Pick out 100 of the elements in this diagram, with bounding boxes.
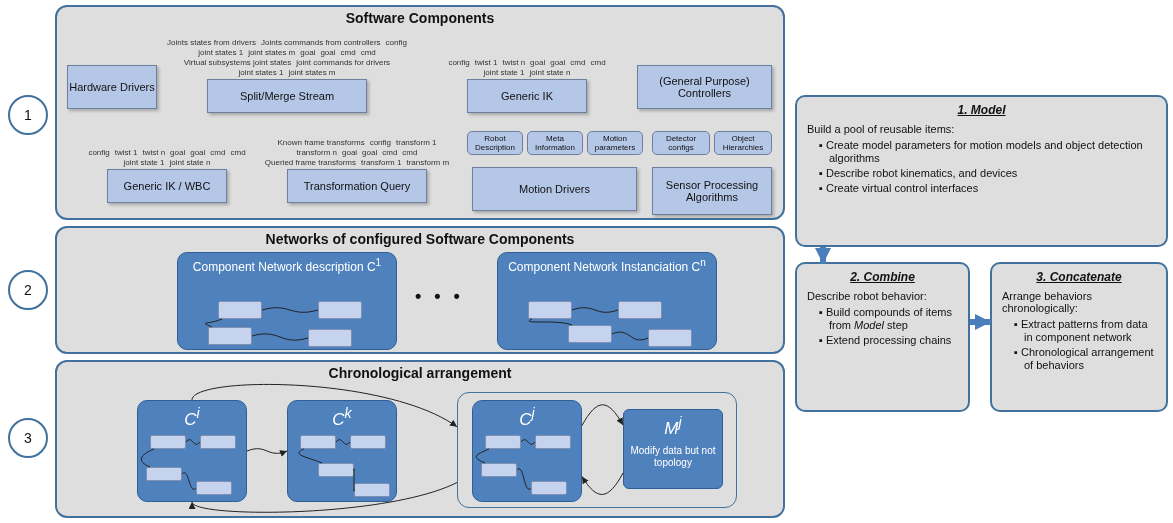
network-title: C$^{k}$ xyxy=(331,404,353,429)
panel-title: Networks of configured Software Components xyxy=(264,231,576,247)
component-box xyxy=(67,65,157,109)
component-box xyxy=(318,463,354,477)
component-label: Sensor Processing Algorithms xyxy=(664,179,760,203)
step-description: Arrange behaviors chronologically: xyxy=(1002,290,1093,314)
port-label: joint state 1 xyxy=(123,158,165,167)
component-box xyxy=(467,79,587,113)
port-label: Queried frame transforms xyxy=(264,158,356,167)
port-label: cmd xyxy=(340,48,356,57)
connector-line xyxy=(251,333,309,341)
port-label: goal xyxy=(550,58,566,67)
step-number-circle xyxy=(8,95,48,135)
chevron-arrow xyxy=(970,314,991,330)
connector-line xyxy=(261,307,319,313)
port-label: Virtual subsystems joint states xyxy=(183,58,292,67)
step-description: Describe robot behavior: xyxy=(807,290,928,302)
component-label: Motion parameters xyxy=(593,134,637,152)
step-description: Build a pool of reusable items: xyxy=(807,123,956,135)
port-label: goal xyxy=(342,148,358,157)
network-title: C$^{j}$ xyxy=(518,404,536,429)
network-title: Component Network description C$^{1}$ xyxy=(191,256,383,274)
parameter-box xyxy=(652,131,710,155)
network-box xyxy=(177,252,397,350)
connector-line xyxy=(611,331,649,341)
parameter-box xyxy=(587,131,643,155)
connector-line xyxy=(185,439,201,445)
bullet-item: ▪ Extend processing chains xyxy=(819,334,953,347)
port-label: joint state n xyxy=(169,158,211,167)
connector-line xyxy=(475,448,490,464)
panel-title: Chronological arrangement xyxy=(327,365,513,381)
step-number-circle xyxy=(8,270,48,310)
bullet-item: ▪ Describe robot kinematics, and devices xyxy=(819,167,1019,180)
component-box xyxy=(648,329,692,347)
bullet-item: ▪ Extract patterns from data in component network xyxy=(1014,318,1149,344)
port-label: joint states 1 xyxy=(198,48,244,57)
port-label: goal xyxy=(300,48,316,57)
step-number: 2 xyxy=(24,282,32,298)
network-box xyxy=(137,400,247,502)
component-box xyxy=(531,481,567,495)
component-label: Generic IK xyxy=(501,90,553,102)
port-label: config xyxy=(448,58,470,67)
port-label: transform 1 xyxy=(396,138,437,147)
component-label: Object Hierarchies xyxy=(721,134,765,152)
panel xyxy=(55,360,785,518)
network-title: Component Network Instanciation C$^{n}$ xyxy=(507,256,707,274)
step-box xyxy=(795,262,970,412)
parameter-box xyxy=(714,131,772,155)
port-label: cmd xyxy=(590,58,606,67)
connector-line xyxy=(298,448,323,464)
port-label: config xyxy=(88,148,110,157)
component-box xyxy=(637,65,772,109)
port-label: transform n xyxy=(296,148,337,157)
network-title: C$^{i}$ xyxy=(183,404,201,429)
arrow xyxy=(246,448,288,457)
bullet-item: ▪ Create model parameters for motion models and object detection algorithms xyxy=(819,139,1144,165)
ellipsis-dots: • • • xyxy=(415,286,464,307)
network-box xyxy=(472,400,582,502)
connector-line xyxy=(140,448,155,468)
component-label: Motion Drivers xyxy=(519,183,590,195)
network-box xyxy=(287,400,397,502)
step-number-circle xyxy=(8,418,48,458)
component-box xyxy=(481,463,517,477)
component-box xyxy=(200,435,236,449)
connector-line xyxy=(516,468,532,490)
component-box xyxy=(568,325,612,343)
parameter-box xyxy=(527,131,583,155)
connector-line xyxy=(528,318,573,326)
arrow xyxy=(191,383,458,428)
group-outline xyxy=(457,392,737,508)
component-label: (General Purpose) Controllers xyxy=(658,75,751,99)
component-box xyxy=(300,435,336,449)
step-heading: 1. Model xyxy=(956,103,1007,117)
port-label: joint states 1 xyxy=(238,68,284,77)
connector-line xyxy=(520,439,536,445)
component-label: Meta Information xyxy=(534,134,576,152)
component-box xyxy=(107,169,227,203)
port-label: joint commands for drivers xyxy=(296,58,391,67)
modifier-title: M$^{j}$ xyxy=(663,414,683,439)
component-box xyxy=(218,301,262,319)
port-label: joint state 1 xyxy=(483,68,525,77)
port-label: twist n xyxy=(142,148,166,157)
connector-line xyxy=(571,307,619,313)
port-label: config xyxy=(369,138,391,147)
bullet-item: ▪ Create virtual control interfaces xyxy=(819,182,980,195)
arrow xyxy=(581,472,624,495)
step-box xyxy=(990,262,1168,412)
port-label: config xyxy=(385,38,407,47)
component-label: Split/Merge Stream xyxy=(239,90,335,102)
panel-title: Software Components xyxy=(344,10,496,26)
connector-line xyxy=(181,472,197,490)
step-heading: 2. Combine xyxy=(849,270,916,284)
component-box xyxy=(350,435,386,449)
port-label: joint state n xyxy=(529,68,571,77)
component-box xyxy=(146,467,182,481)
port-label: goal xyxy=(320,48,336,57)
arrow xyxy=(581,404,624,426)
port-label: joint states m xyxy=(288,68,336,77)
port-label: Known frame transforms xyxy=(277,138,365,147)
component-box xyxy=(472,167,637,211)
